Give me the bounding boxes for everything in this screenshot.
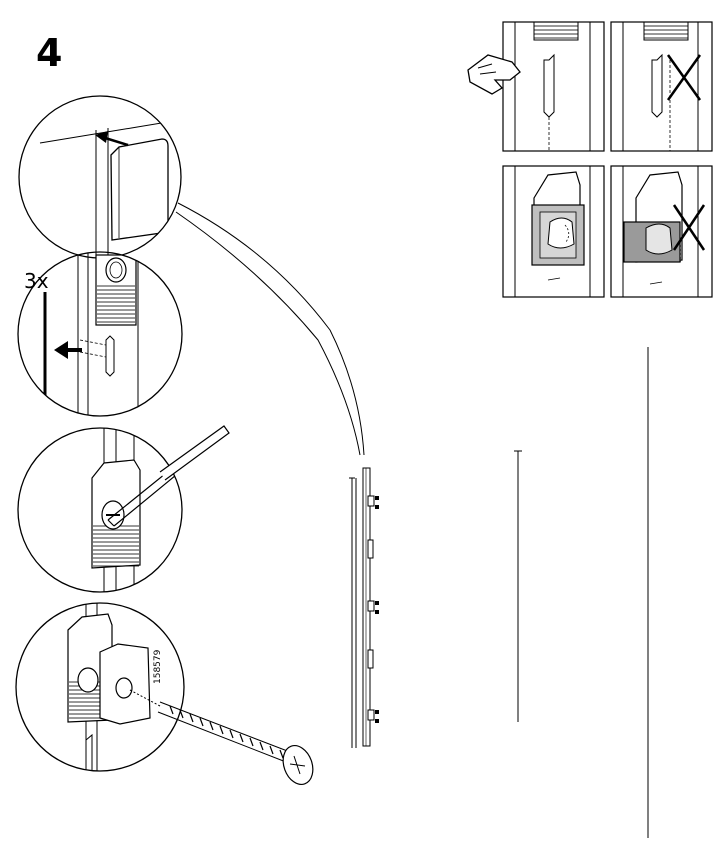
hand-pointing-icon [467,54,521,95]
check-panel-clip-misaligned [610,165,713,298]
check-panel-clip-aligned [502,165,605,298]
detail-bracket-insert [17,251,183,417]
screw [129,689,314,785]
step-number: 4 [36,31,62,75]
detail-screwdriver [17,425,230,593]
part-number: 158579 [153,649,163,684]
detail-end-cap [18,95,182,259]
rail-thin [514,450,522,722]
check-panel-slot-aligned [467,21,605,152]
check-panel-slot-misaligned [610,21,713,152]
cross-icon [672,204,706,251]
rail [349,467,379,748]
arrow-icon [54,341,68,359]
detail-screw: 158579 [15,602,314,785]
cross-icon [666,54,702,101]
